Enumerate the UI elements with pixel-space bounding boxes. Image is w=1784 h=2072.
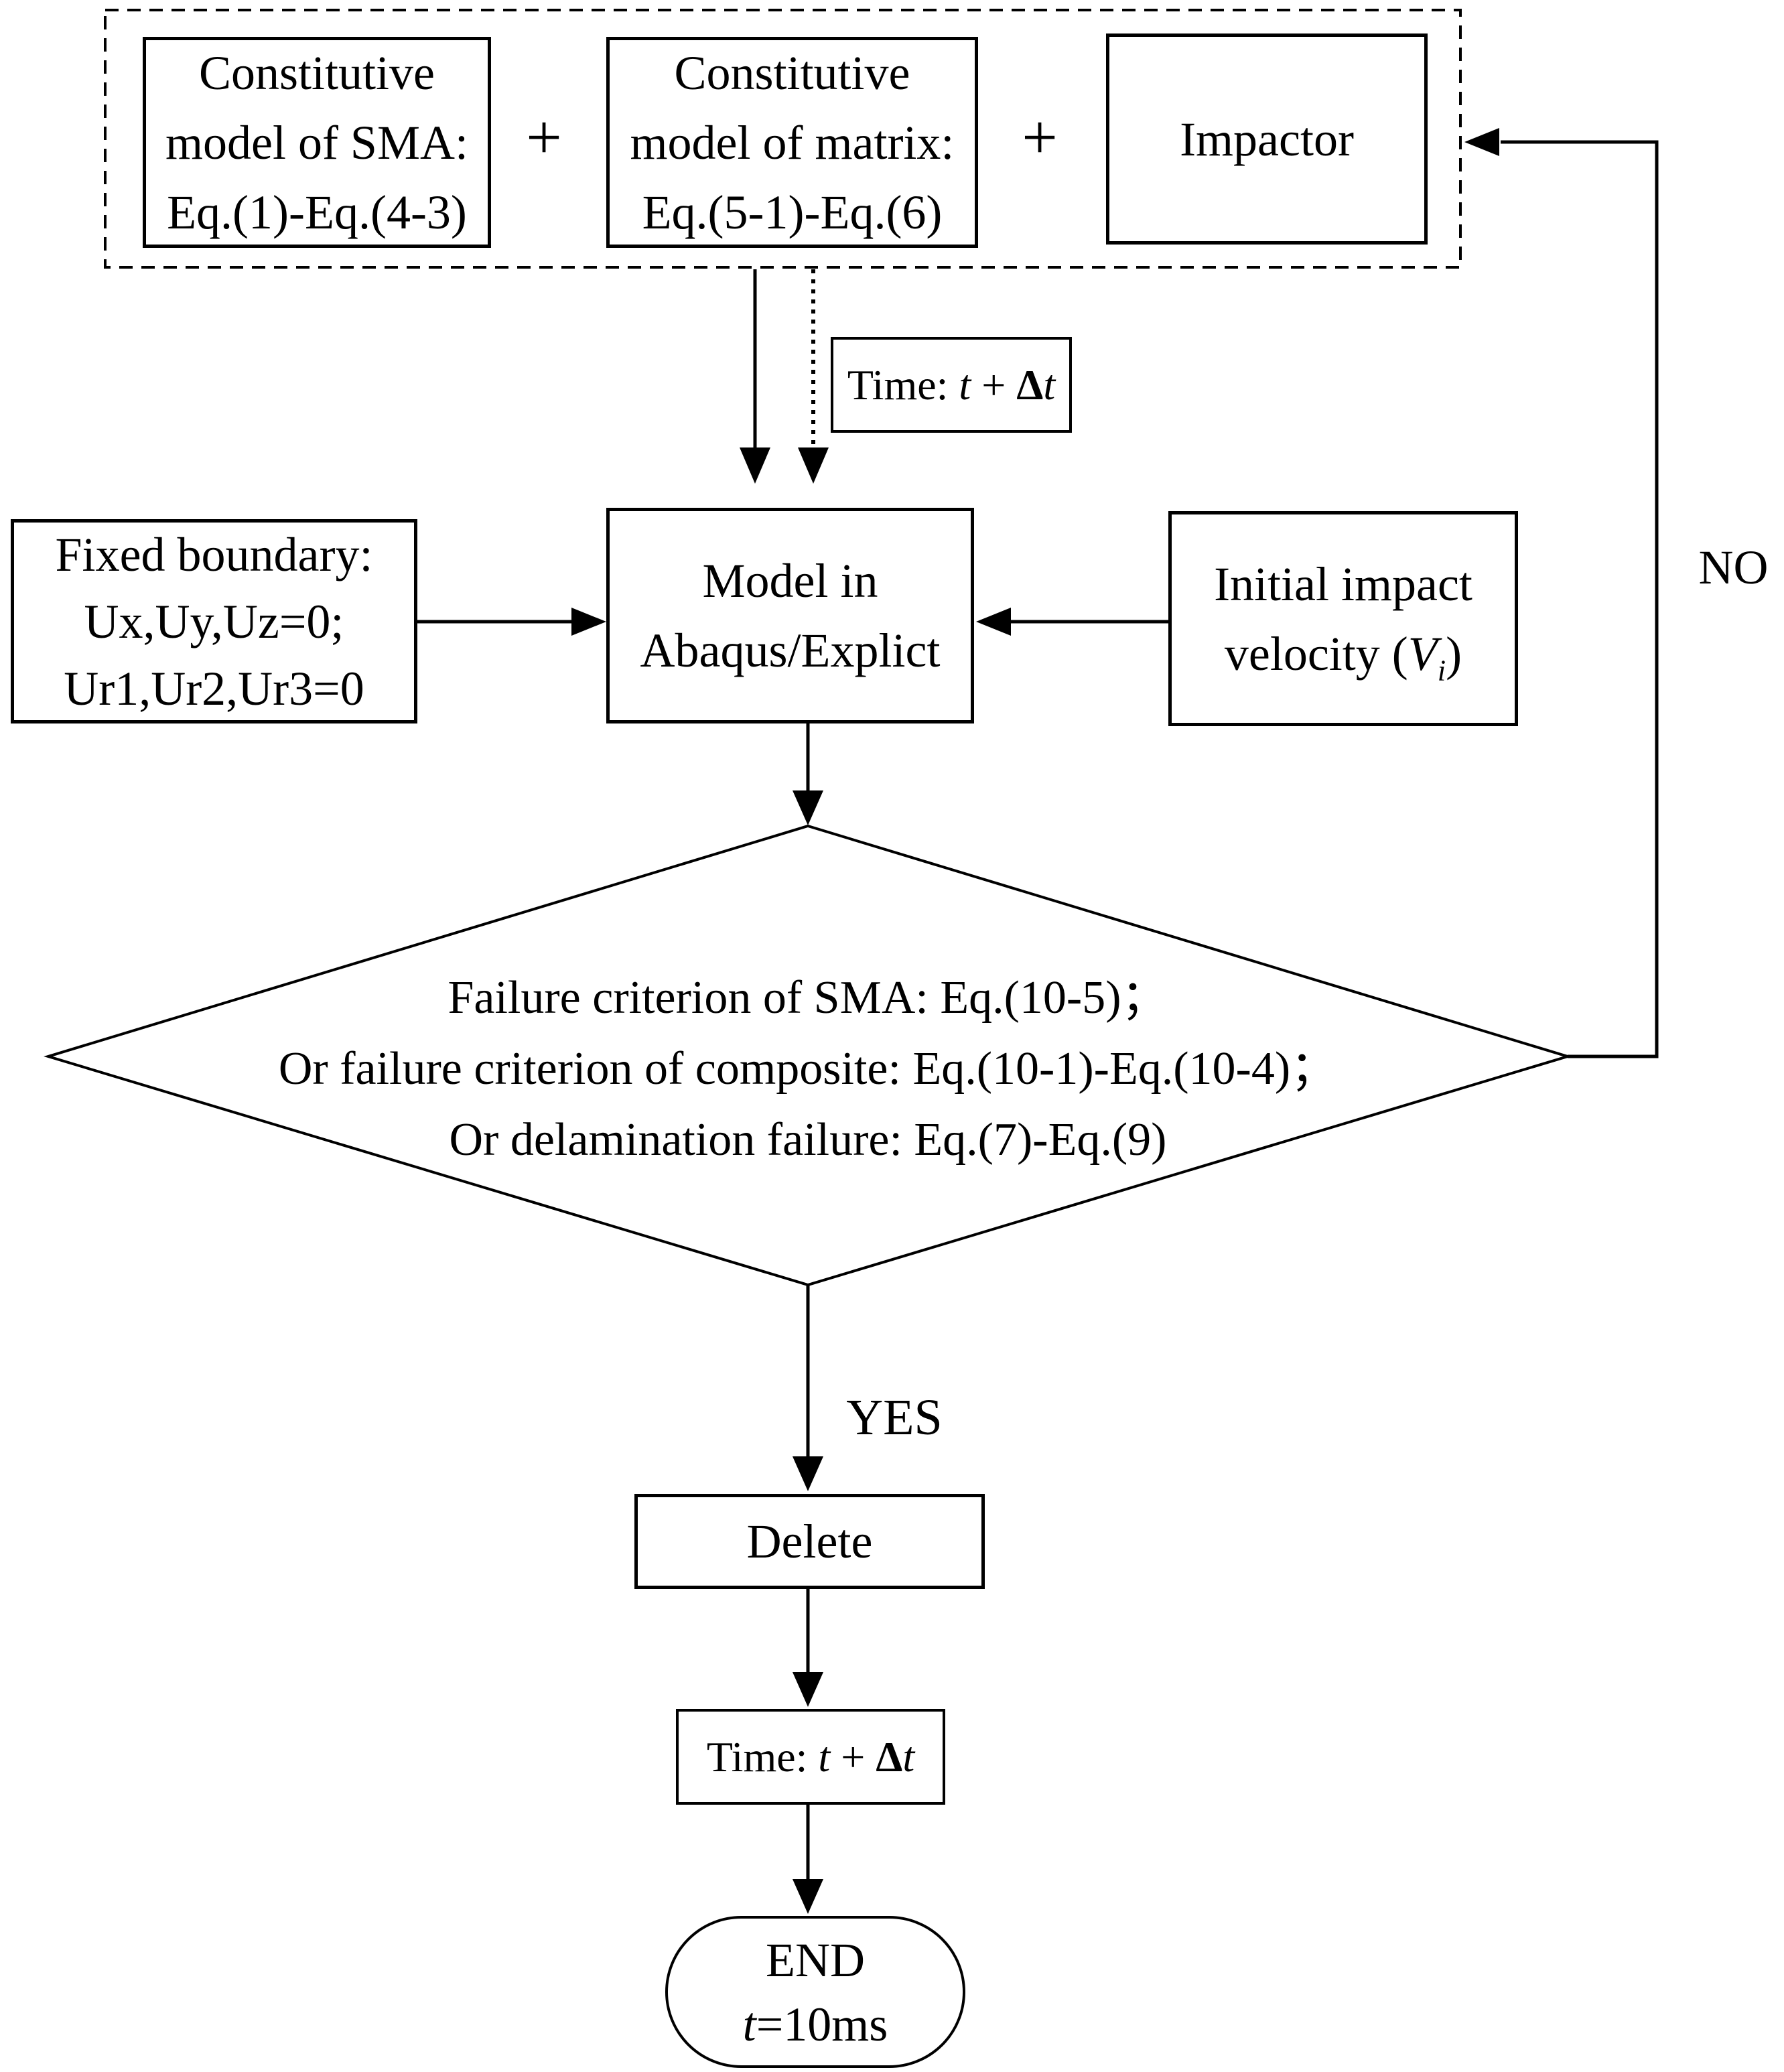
box-line: Constitutive [674,46,910,100]
arrow-group-to-model-dotted [798,269,829,484]
box-impactor: Impactor [1106,33,1428,245]
box-line: model of SMA: [165,115,468,169]
box-line: Eq.(5-1)-Eq.(6) [642,185,943,239]
arrow-delete-to-time [793,1589,823,1707]
box-time-step-lower: Time: t + Δt [676,1709,945,1805]
box-line: Initial impact [1214,557,1472,611]
terminal-line: t=10ms [742,1997,888,2051]
box-fixed-boundary: Fixed boundary: Ux,Uy,Uz=0; Ur1,Ur2,Ur3=… [11,519,417,723]
decision-criteria-text: Failure criterion of SMA: Eq.(10-5)； Or … [138,963,1478,1176]
arrow-velocity-to-model [976,608,1168,636]
no-loop-connector [1464,128,1659,1058]
box-line: Fixed boundary: [55,527,373,581]
arrow-group-to-model-solid [740,269,770,484]
box-time-step-upper: Time: t + Δt [831,337,1072,433]
box-line: Ux,Uy,Uz=0; [84,594,344,648]
box-line: Abaqus/Explict [640,624,941,677]
box-initial-velocity: Initial impact velocity (Vi) [1168,511,1518,726]
box-constitutive-matrix: Constitutive model of matrix: Eq.(5-1)-E… [606,37,978,248]
box-line: Impactor [1180,112,1354,166]
arrow-decision-to-delete [793,1285,823,1491]
terminal-line: END [766,1933,865,1987]
plus-sign-1: + [526,102,562,173]
time-step-text: Time: t + Δt [847,360,1056,409]
decision-line: Failure criterion of SMA: Eq.(10-5)； [448,972,1168,1024]
box-line: Eq.(1)-Eq.(4-3) [167,185,467,239]
box-line: velocity (Vi) [1224,626,1462,687]
arrow-time-to-end [793,1805,823,1914]
arrow-boundary-to-model [417,608,606,636]
arrow-model-to-decision [793,723,823,825]
box-line: Delete [746,1515,873,1568]
decision-line: Or failure criterion of composite: Eq.(1… [278,1043,1338,1095]
decision-line: Or delamination failure: Eq.(7)-Eq.(9) [449,1114,1167,1166]
box-abaqus-model: Model in Abaqus/Explict [606,508,974,723]
box-line: Ur1,Ur2,Ur3=0 [64,661,364,715]
box-line: Model in [702,554,878,608]
box-constitutive-sma: Constitutive model of SMA: Eq.(1)-Eq.(4-… [143,37,491,248]
dashed-group-border [104,9,1462,269]
plus-sign-2: + [1022,102,1058,173]
time-step-text: Time: t + Δt [706,1732,915,1781]
box-line: Constitutive [198,46,435,100]
box-line: model of matrix: [630,115,955,169]
box-delete: Delete [634,1494,985,1589]
label-yes: YES [846,1389,943,1446]
label-no: NO [1698,541,1769,594]
terminal-end: END t=10ms [665,1916,965,2068]
